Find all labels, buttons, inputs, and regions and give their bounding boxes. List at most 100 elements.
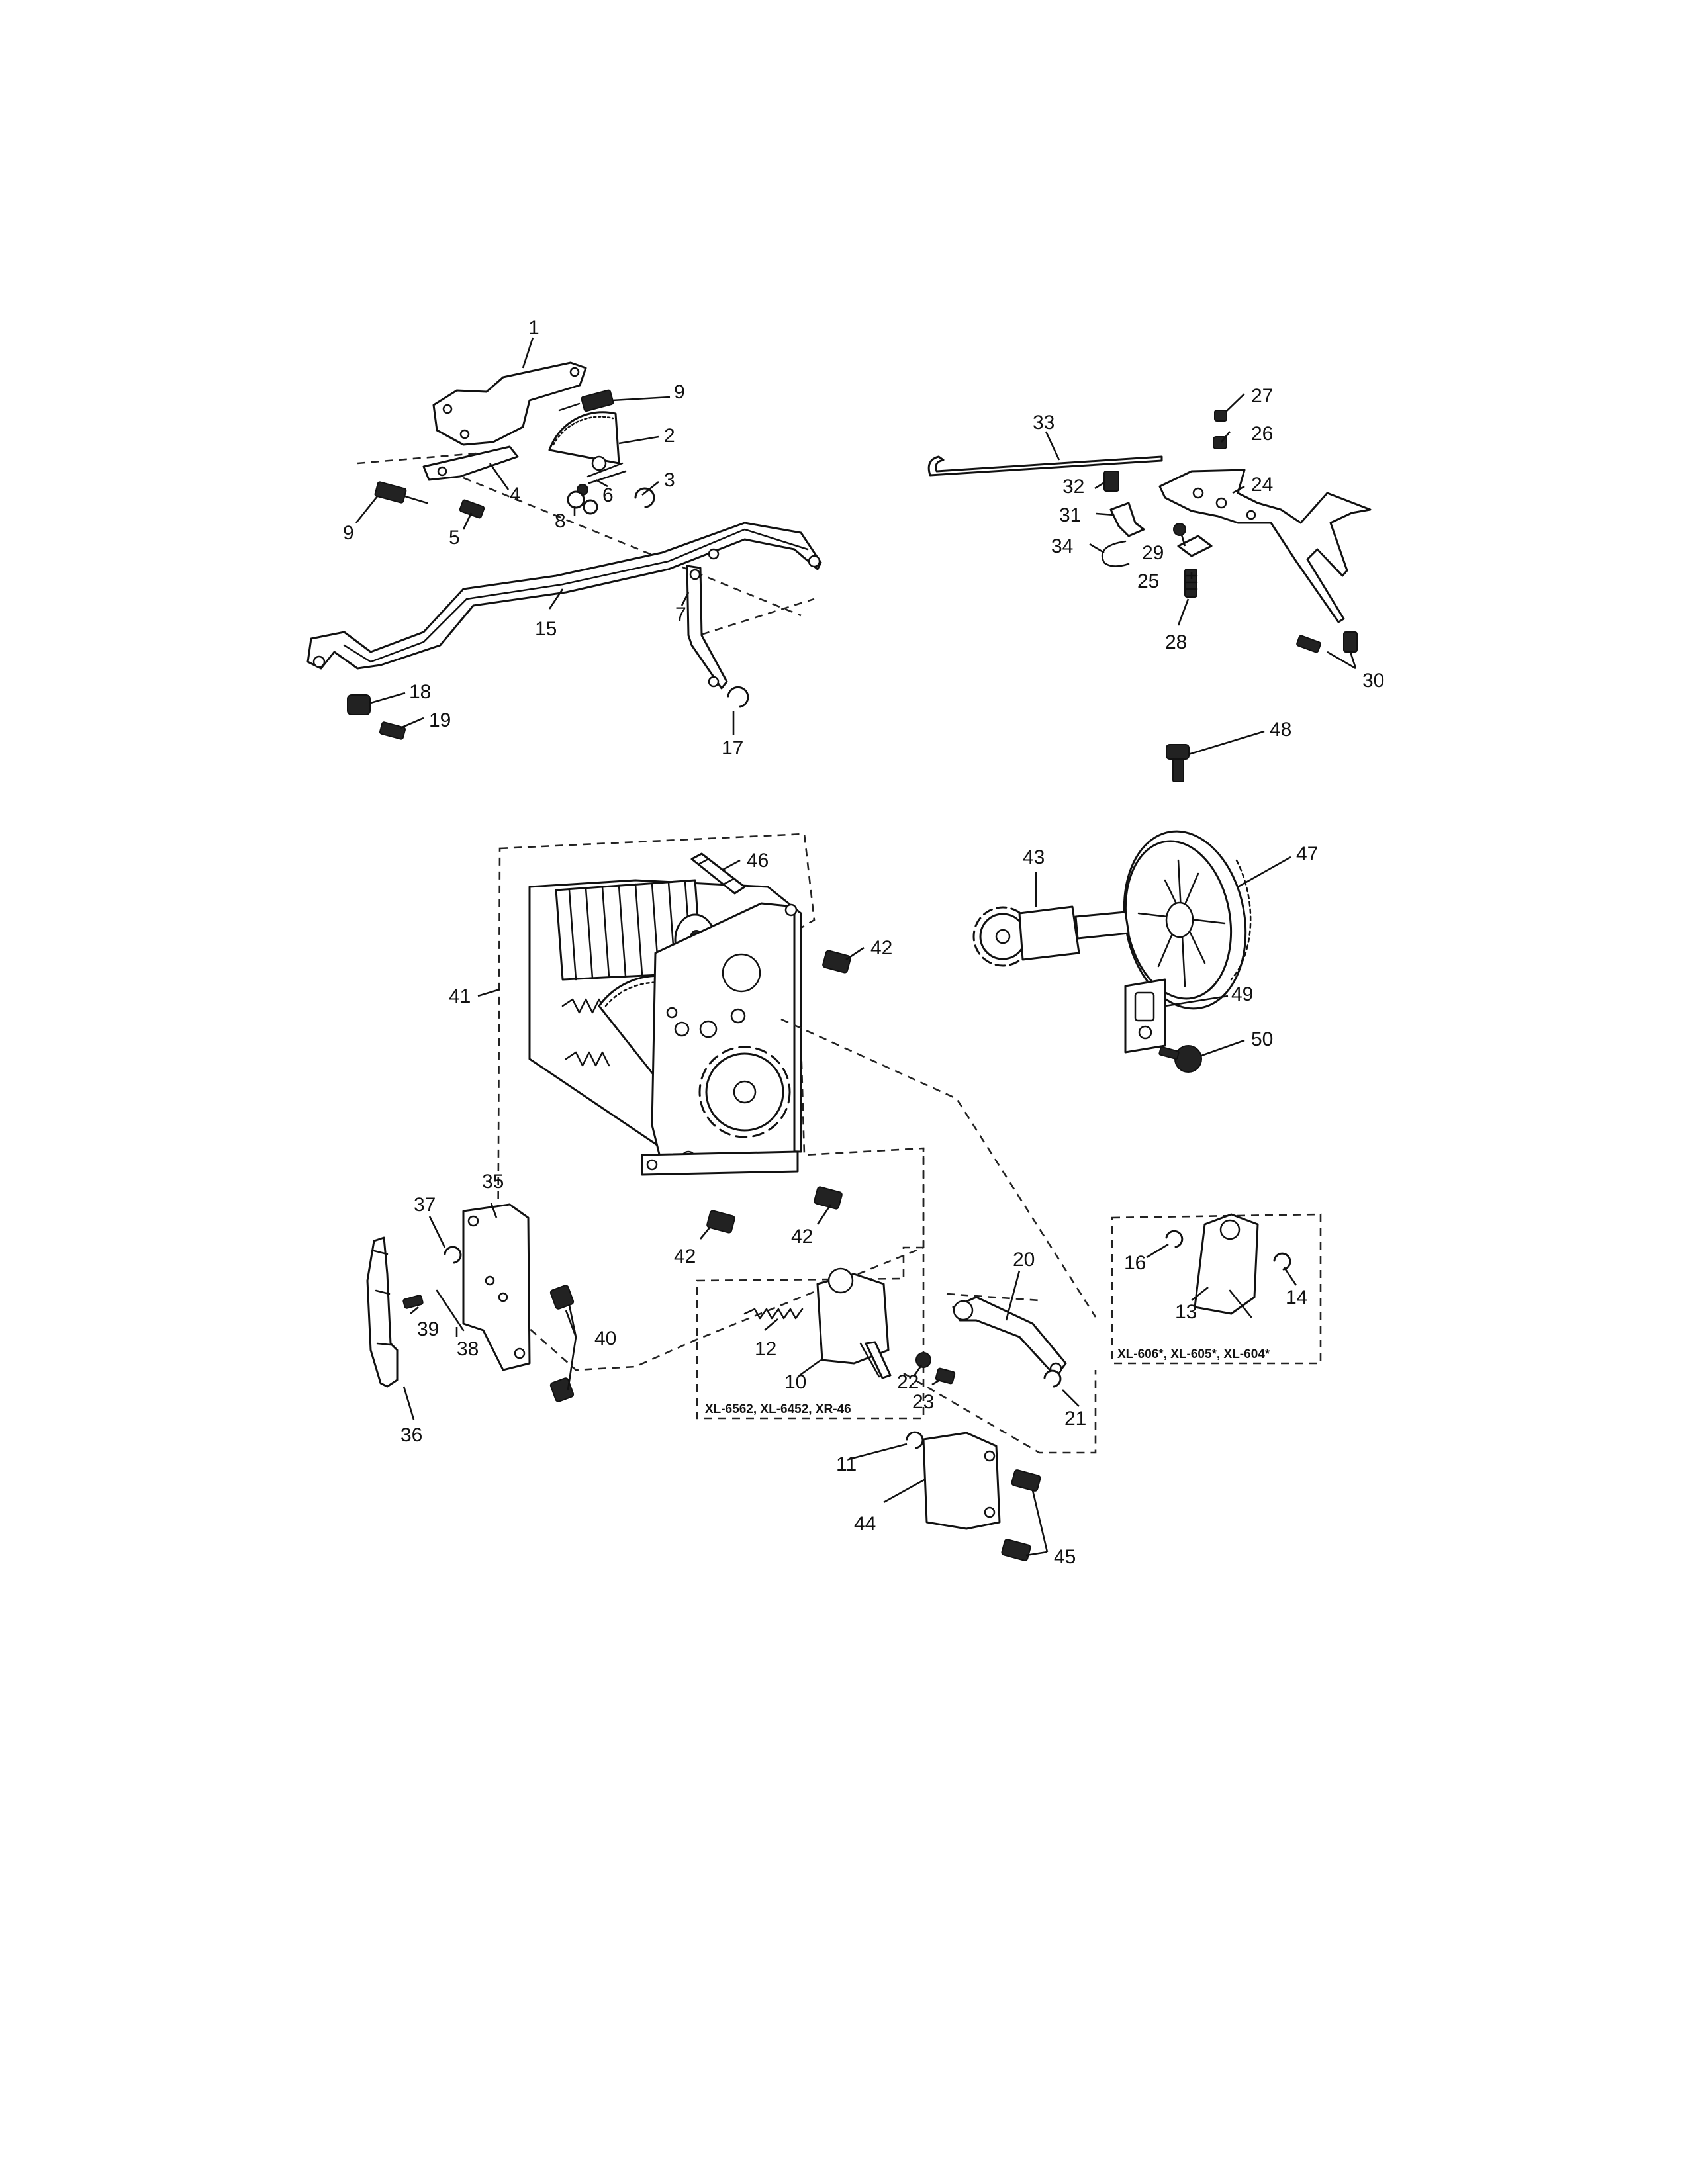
part-21-e-ring (1043, 1369, 1062, 1388)
callout-31: 31 (1059, 504, 1081, 526)
callout-37: 37 (414, 1194, 436, 1216)
callout-8: 8 (555, 510, 566, 532)
callout-49: 49 (1231, 983, 1253, 1005)
left-side-plate-group (366, 1203, 575, 1402)
callout-34: 34 (1051, 535, 1073, 557)
part-42-screw-lower-left (706, 1210, 735, 1234)
callout-22: 22 (897, 1371, 919, 1393)
wheel-assembly (972, 744, 1252, 1073)
part-42-screw-lower-right (814, 1186, 843, 1210)
part-9-screw-upper (558, 389, 614, 412)
callout-50: 50 (1251, 1028, 1273, 1050)
callout-29: 29 (1142, 542, 1164, 564)
callout-41: 41 (449, 985, 471, 1007)
callout-35: 35 (482, 1171, 504, 1193)
spring-low (565, 1051, 610, 1067)
part-14-e-ring (1273, 1252, 1291, 1271)
callout-19: 19 (429, 709, 451, 731)
part-38-spring-lever (436, 1289, 465, 1332)
part-49-bearing-block (1124, 978, 1166, 1054)
callout-23: 23 (912, 1391, 934, 1413)
part-17-e-ring (727, 686, 749, 708)
callout-10: 10 (784, 1371, 806, 1393)
callout-24: 24 (1251, 474, 1273, 496)
callout-36: 36 (400, 1424, 422, 1446)
part-41-group-outline (496, 833, 925, 1371)
part-25-plate (1177, 535, 1213, 557)
callout-38: 38 (457, 1338, 479, 1360)
lower-kit-outline (696, 1246, 925, 1420)
callout-18: 18 (409, 681, 431, 703)
callout-9-upper: 9 (674, 381, 685, 403)
callout-17: 17 (722, 737, 743, 759)
part-42-screw-right (822, 950, 851, 974)
part-8-washers (567, 490, 598, 515)
part-50-screw (1158, 1045, 1202, 1073)
part-19-screw (379, 721, 406, 740)
part-45-screws (1001, 1469, 1041, 1561)
callout-48: 48 (1270, 719, 1291, 741)
callout-42-lower-left: 42 (674, 1246, 696, 1267)
part-32-screw (1103, 471, 1119, 492)
callout-26: 26 (1251, 423, 1273, 445)
part-48-screw (1166, 744, 1190, 782)
part-29-nut (1173, 523, 1186, 536)
callout-13: 13 (1175, 1301, 1197, 1323)
bottom-bracket-group (906, 1431, 1041, 1561)
callout-28: 28 (1165, 631, 1187, 653)
callout-30: 30 (1362, 670, 1384, 692)
leader-lines (355, 337, 1357, 1557)
sprocket-wheel (698, 1046, 791, 1138)
lower-kit-model-note: XL-6562, XL-6452, XR-46 (705, 1402, 851, 1416)
part-13-crank-plate (1194, 1213, 1259, 1315)
upper-left-assembly (306, 361, 822, 740)
callout-46: 46 (747, 850, 769, 872)
callout-5: 5 (449, 527, 460, 549)
right-kit-outline (1111, 1213, 1322, 1365)
upper-right-assembly (927, 410, 1372, 653)
callout-14: 14 (1286, 1287, 1307, 1308)
right-kit-xl606 (1111, 1213, 1322, 1365)
part-24-lever-bracket (1158, 469, 1372, 623)
part-27-screw (1214, 410, 1227, 422)
callout-15: 15 (535, 618, 557, 640)
callout-4: 4 (510, 484, 521, 506)
part-35-side-bracket (462, 1203, 531, 1371)
part-28-screw (1184, 569, 1198, 598)
part-43-sprocket-shaft (972, 905, 1130, 967)
part-15-long-link (306, 522, 822, 670)
callout-32: 32 (1062, 476, 1084, 498)
callout-7: 7 (675, 604, 686, 625)
callout-20: 20 (1013, 1249, 1035, 1271)
callout-6: 6 (602, 484, 614, 506)
callout-11: 11 (836, 1453, 857, 1475)
part-47-wheel (1123, 830, 1252, 1010)
callout-27: 27 (1251, 385, 1273, 407)
callout-2: 2 (664, 425, 675, 447)
callout-25: 25 (1137, 570, 1159, 592)
part-5-screw (459, 499, 485, 519)
part-33-rod (927, 455, 1163, 477)
part-4-lever (422, 445, 519, 481)
part-12-spring (743, 1308, 804, 1320)
callout-21: 21 (1064, 1408, 1086, 1430)
callout-9-left: 9 (343, 522, 354, 544)
part-22-nut (915, 1352, 931, 1368)
part-31-clip-bracket (1109, 502, 1145, 537)
callout-45: 45 (1054, 1546, 1076, 1568)
callout-33: 33 (1033, 412, 1055, 433)
part-46-spacer (690, 852, 746, 895)
part-2-sector-gear (548, 411, 620, 471)
part-3-e-clip (634, 487, 655, 508)
right-kit-model-note: XL-606*, XL-605*, XL-604* (1117, 1347, 1270, 1361)
gear-mechanism-assembly (496, 833, 925, 1371)
part-18-nut (347, 694, 371, 715)
part-39-screw (402, 1295, 424, 1309)
part-7-bracket (686, 565, 728, 690)
callout-47: 47 (1296, 843, 1318, 865)
lower-kit-xl6562 (696, 1018, 1097, 1454)
part-16-e-ring (1165, 1230, 1184, 1248)
callout-12: 12 (755, 1338, 776, 1360)
part-40-screws (549, 1285, 575, 1402)
